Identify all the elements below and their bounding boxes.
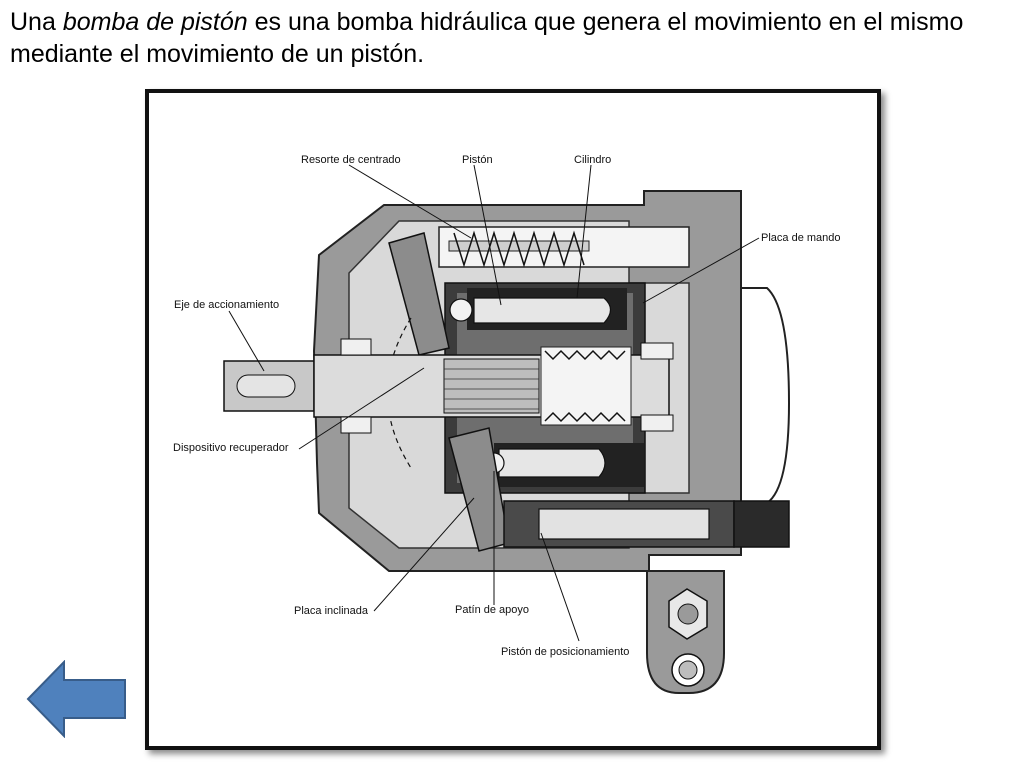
piston-pump-diagram: Resorte de centrado Pistón Cilindro Plac… [173, 154, 841, 694]
upper-piston-ball [449, 298, 473, 322]
positioning-plug [733, 500, 790, 548]
leader-placa-mando [642, 237, 760, 304]
label-piston: Pistón [462, 154, 493, 166]
diagram-frame: Resorte de centrado Pistón Cilindro Plac… [145, 89, 881, 750]
leader-piston [473, 164, 502, 306]
lower-piston [498, 448, 606, 478]
swash-plate-upper [388, 232, 450, 356]
rotation-arc [387, 317, 412, 469]
intro-text-after: es una bomba hidráulica que genera el mo… [10, 8, 964, 68]
rear-bearing-bottom [640, 414, 674, 432]
leader-piston-posicionamiento [540, 532, 580, 642]
label-patin-apoyo: Patín de apoyo [455, 604, 529, 616]
leader-placa-inclinada [373, 497, 475, 612]
positioning-piston [538, 508, 710, 540]
label-placa-inclinada: Placa inclinada [294, 605, 369, 617]
leader-dispositivo-recuperador [298, 367, 425, 450]
shaft-keyway [236, 374, 296, 398]
spline-lines [444, 368, 539, 410]
intro-emphasis: bomba de pistón [62, 8, 248, 36]
housing-boss [740, 287, 791, 504]
shaft-splines [443, 358, 540, 414]
rear-bearing-top [640, 342, 674, 360]
central-spring-chamber [540, 346, 632, 426]
front-bearing-bottom [340, 416, 372, 434]
label-piston-posicionamiento: Pistón de posicionamiento [501, 646, 629, 658]
front-bearing-top [340, 338, 372, 356]
label-resorte-centrado: Resorte de centrado [301, 154, 401, 166]
label-eje-accionamiento: Eje de accionamiento [174, 299, 279, 311]
centring-spring [453, 230, 585, 268]
leader-cilindro [576, 164, 592, 299]
regulator-nut-center [677, 603, 699, 625]
back-arrow-shape[interactable] [26, 660, 126, 738]
regulator-port-inner [678, 660, 698, 680]
central-spring [544, 349, 626, 423]
label-cilindro: Cilindro [574, 154, 611, 166]
intro-text: Una bomba de pistón es una bomba hidrául… [10, 6, 1014, 70]
label-placa-mando: Placa de mando [761, 232, 841, 244]
back-arrow-icon[interactable] [26, 660, 128, 738]
leader-eje-accionamiento [228, 310, 265, 372]
leader-resorte-centrado [348, 164, 472, 239]
label-dispositivo-recuperador: Dispositivo recuperador [173, 442, 289, 454]
intro-text-before: Una [10, 8, 63, 36]
upper-piston [473, 297, 612, 324]
